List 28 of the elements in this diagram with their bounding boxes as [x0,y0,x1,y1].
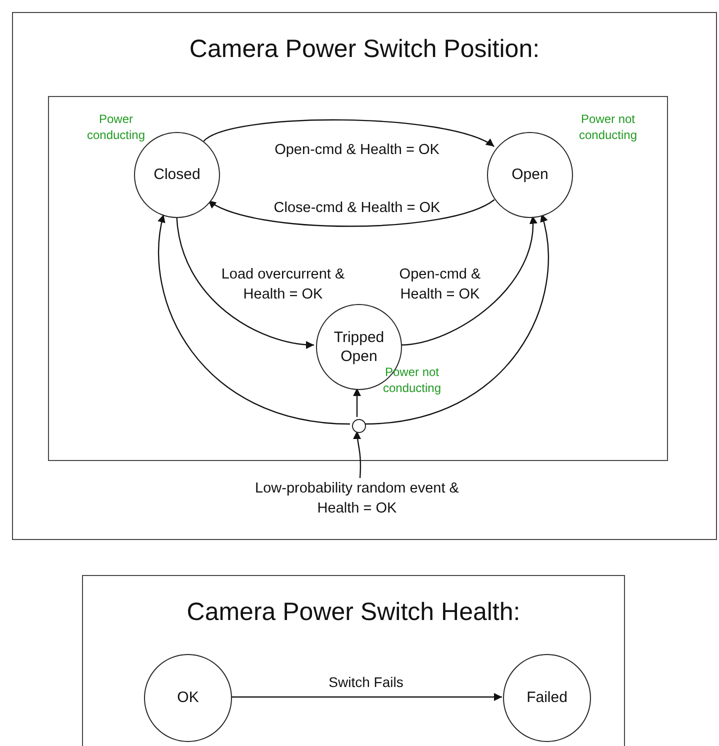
arrow [158,214,350,425]
arrow [353,388,361,417]
arrow [231,693,502,701]
panel-title: Camera Power Switch Health: [186,598,522,627]
edge-label: Open-cmd & Health = OK [274,140,440,160]
region-frame [48,96,668,461]
state-name: Closed [152,165,202,185]
state-note: Power not conducting [578,110,638,144]
arrow [353,430,362,478]
arrow [176,216,314,348]
edge-label: Load overcurrent & Health = OK [220,266,346,305]
arrow [203,119,494,148]
arrow [400,216,537,346]
edge-label: Open-cmd & Health = OK [398,266,482,305]
panel-frame [12,12,717,540]
state-name: Tripped Open [332,328,386,366]
edge-label: Switch Fails [328,673,404,692]
state-name: Open [510,165,550,185]
edge-label: Low-probability random event & Health = OK [254,480,460,519]
arrow [364,214,549,425]
state-name: Failed [526,688,568,708]
state-note: Power conducting [86,110,146,144]
arrow [208,199,495,227]
panel-title: Camera Power Switch Position: [188,35,541,64]
junction-circle [352,419,366,433]
edge-label: Close-cmd & Health = OK [272,198,442,218]
state-name: OK [176,688,200,708]
panel-frame [82,575,625,746]
